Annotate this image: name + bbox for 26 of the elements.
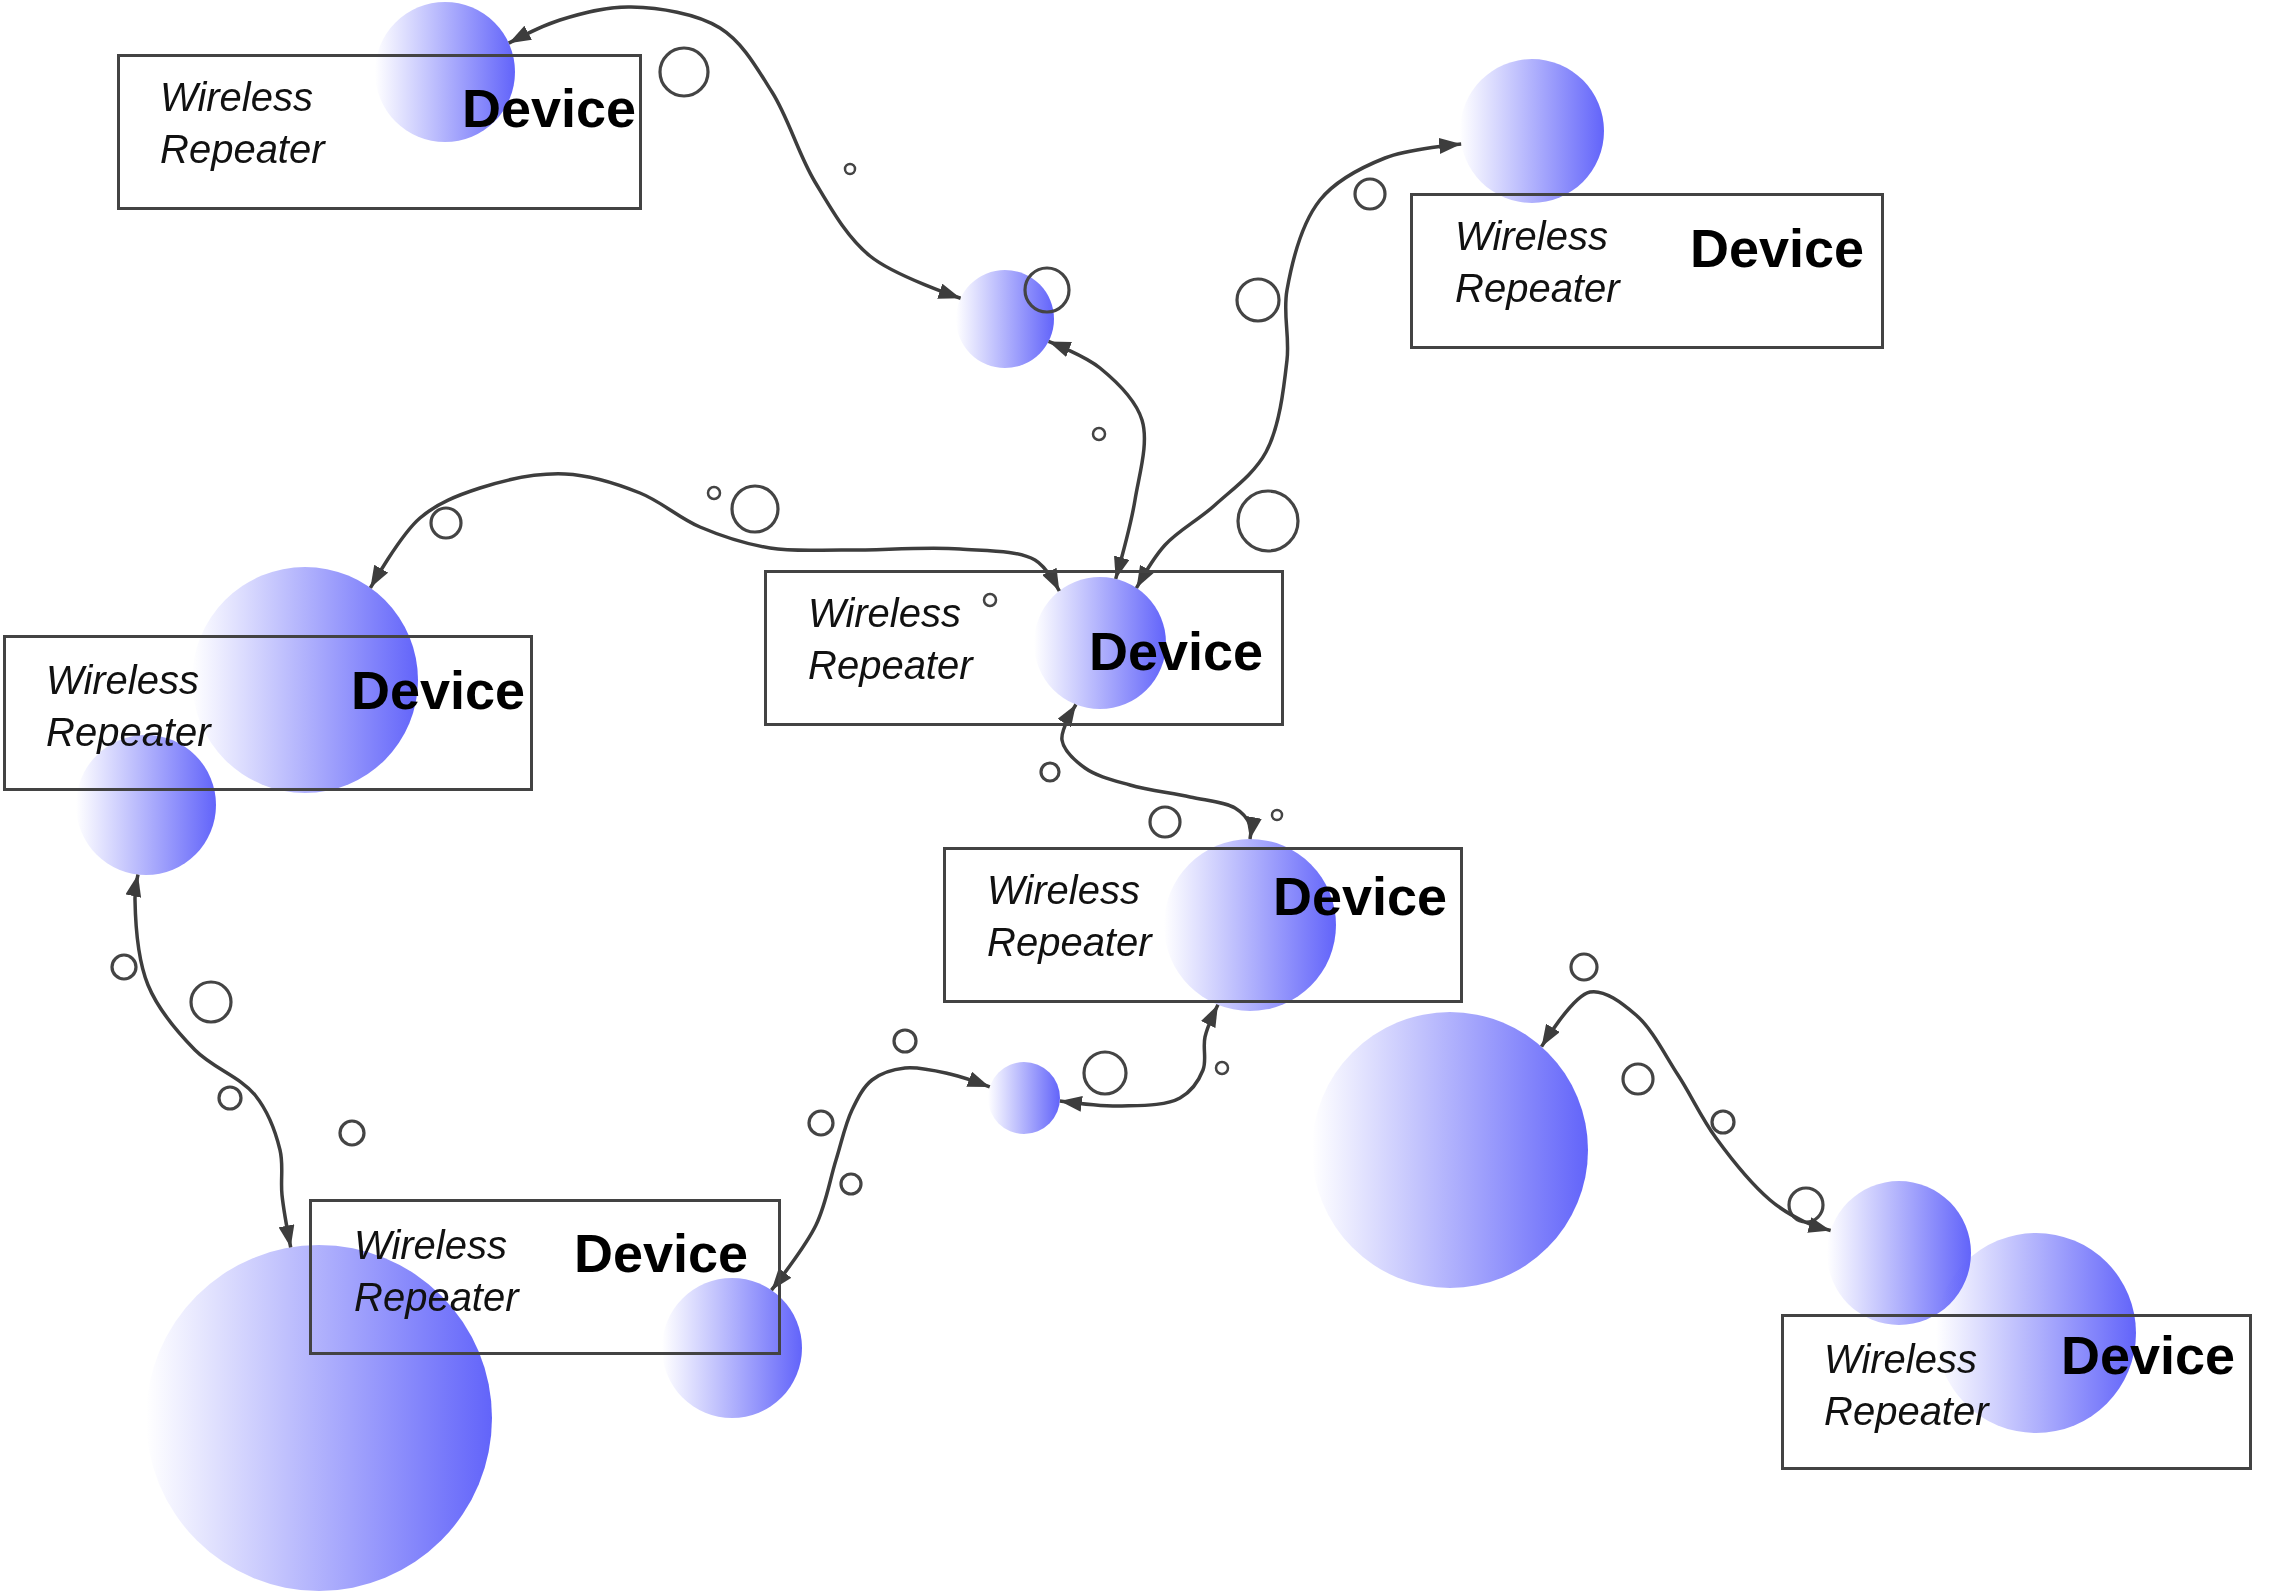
node-label: Wireless Repeater xyxy=(1455,213,1620,312)
connector-arrow xyxy=(770,1066,991,1292)
node-box xyxy=(1781,1314,2252,1470)
connector-arrow xyxy=(368,472,1061,592)
node-box xyxy=(1410,193,1884,349)
node-label: Wireless Repeater xyxy=(354,1222,519,1321)
node-label: Wireless Repeater xyxy=(46,657,211,756)
node-box xyxy=(943,847,1463,1003)
node-label: Wireless Repeater xyxy=(987,867,1152,966)
connector-arrow xyxy=(1540,990,1832,1235)
node-label: Wireless Repeater xyxy=(160,74,325,173)
connector-arrow xyxy=(126,874,296,1248)
node-box xyxy=(3,635,533,791)
node-label: Wireless Repeater xyxy=(1824,1336,1989,1435)
node-label: Wireless Repeater xyxy=(808,590,973,689)
node-heading: Device xyxy=(574,1222,749,1284)
node-box xyxy=(117,54,642,210)
node-heading: Device xyxy=(462,77,637,139)
node-box xyxy=(309,1199,781,1355)
node-box xyxy=(764,570,1284,726)
node-heading: Device xyxy=(1690,217,1865,279)
connector-arrow xyxy=(1060,703,1261,840)
connector-arrow xyxy=(507,5,962,301)
connector-arrow xyxy=(1047,339,1147,580)
connector-arrow xyxy=(1059,1004,1220,1111)
connector-arrow xyxy=(1134,137,1462,589)
